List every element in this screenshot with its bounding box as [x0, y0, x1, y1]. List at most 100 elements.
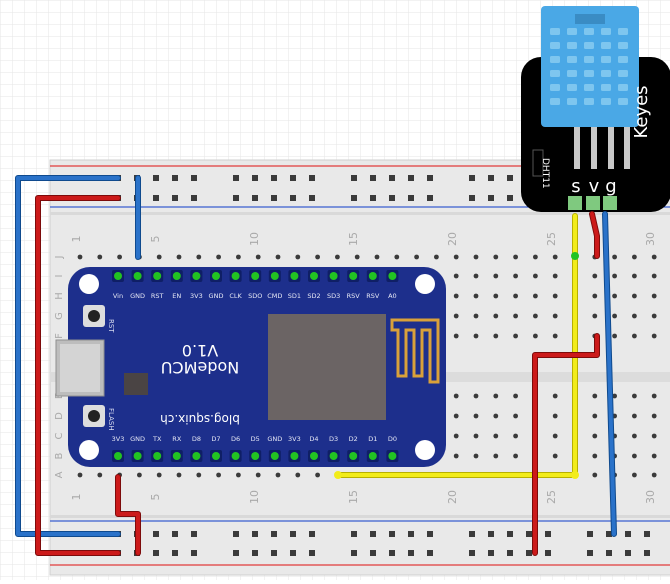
grid-hole	[552, 313, 558, 319]
top-pin-label: RSV	[366, 292, 380, 300]
rail-hole	[606, 550, 612, 556]
grid-hole	[255, 254, 261, 260]
pin-hole	[114, 452, 122, 460]
top-pin-label: EN	[172, 292, 181, 300]
grid-hole	[632, 333, 637, 339]
vent-slot	[584, 98, 594, 105]
sensor-leg	[574, 127, 580, 169]
grid-hole	[493, 433, 499, 439]
pin-hole	[310, 452, 318, 460]
rail-hole	[172, 531, 178, 537]
grid-hole	[513, 273, 518, 279]
grid-hole	[513, 333, 518, 339]
grid-hole	[513, 254, 518, 260]
rail-hole	[153, 531, 159, 537]
rst-button[interactable]	[88, 310, 100, 322]
column-number: 1	[70, 236, 83, 243]
column-number: 1	[70, 494, 83, 501]
grid-hole	[513, 313, 518, 319]
board-website: blog.squix.ch	[160, 412, 240, 426]
grid-hole	[354, 254, 360, 260]
grid-hole	[493, 333, 499, 339]
rail-hole	[507, 550, 513, 556]
grid-hole	[453, 393, 459, 399]
rail-hole	[644, 550, 650, 556]
rail-hole	[545, 550, 551, 556]
grid-hole	[295, 254, 301, 260]
bottom-pin-label: D7	[211, 435, 220, 443]
rail-hole	[488, 550, 494, 556]
top-pin-label: CLK	[229, 292, 242, 300]
column-number: 5	[149, 494, 162, 501]
grid-hole	[156, 472, 162, 478]
grid-hole	[196, 472, 202, 478]
pin-hole	[290, 452, 299, 460]
grid-hole	[651, 413, 657, 419]
vent-slot	[567, 56, 577, 63]
pin-hole	[251, 452, 260, 460]
sensor-pin-g: g	[605, 176, 616, 197]
rail-separator-top	[50, 212, 670, 215]
top-pin-label: 3V3	[190, 292, 203, 300]
bottom-pin-label: D4	[309, 435, 318, 443]
grid-hole	[632, 433, 637, 439]
rail-hole	[370, 550, 376, 556]
sensor-pin-v: v	[589, 176, 600, 197]
grid-hole	[176, 254, 182, 260]
grid-hole	[592, 313, 598, 319]
top-pin-label: SD1	[288, 292, 301, 300]
grid-hole	[176, 472, 182, 478]
vent-slot	[601, 98, 611, 105]
mount-hole-tl	[79, 274, 99, 294]
grid-hole	[236, 472, 241, 478]
vent-slot	[550, 84, 560, 91]
vent-slot	[601, 84, 611, 91]
grid-hole	[196, 254, 202, 260]
top-pin-label: GND	[130, 292, 145, 300]
wire-red-outer	[36, 196, 120, 555]
grid-hole	[651, 472, 657, 478]
grid-hole	[592, 433, 598, 439]
esp-module-shield	[268, 314, 386, 420]
grid-hole	[552, 413, 558, 419]
top-pin-label: Vin	[113, 292, 123, 300]
rail-hole	[507, 195, 513, 201]
pin-hole	[212, 452, 220, 460]
vent-slot	[550, 28, 560, 35]
rail-hole	[290, 195, 296, 201]
grid-hole	[493, 254, 499, 260]
vent-slot	[584, 42, 594, 49]
rail-hole	[290, 531, 296, 537]
top-pin-label: SDO	[248, 292, 262, 300]
rail-hole	[252, 550, 258, 556]
flash-button[interactable]	[88, 410, 100, 422]
sensor-pin-s: s	[571, 176, 580, 197]
vent-slot	[618, 56, 628, 63]
pin-hole	[231, 272, 240, 280]
rail-hole	[408, 195, 414, 201]
grid-hole	[651, 273, 657, 279]
grid-hole	[513, 393, 518, 399]
sensor-leg	[591, 127, 597, 169]
grid-hole	[374, 254, 380, 260]
rail-hole	[526, 550, 532, 556]
rail-hole	[507, 175, 513, 181]
rail-hole	[370, 175, 376, 181]
grid-hole	[453, 254, 459, 260]
grid-hole	[493, 293, 499, 299]
wire-red-rail	[533, 334, 599, 555]
usb-connector-inner	[60, 344, 100, 392]
grid-hole	[453, 273, 459, 279]
grid-hole	[612, 254, 617, 260]
rail-hole	[526, 531, 532, 537]
grid-hole	[632, 393, 637, 399]
grid-hole	[453, 313, 459, 319]
rail-hole	[271, 550, 277, 556]
row-letter: G	[54, 312, 65, 320]
grid-hole	[414, 254, 419, 260]
grid-hole	[473, 333, 479, 339]
grid-hole	[592, 273, 598, 279]
board-version: V1.0	[182, 341, 218, 360]
rail-hole	[309, 531, 315, 537]
grid-hole	[453, 413, 459, 419]
